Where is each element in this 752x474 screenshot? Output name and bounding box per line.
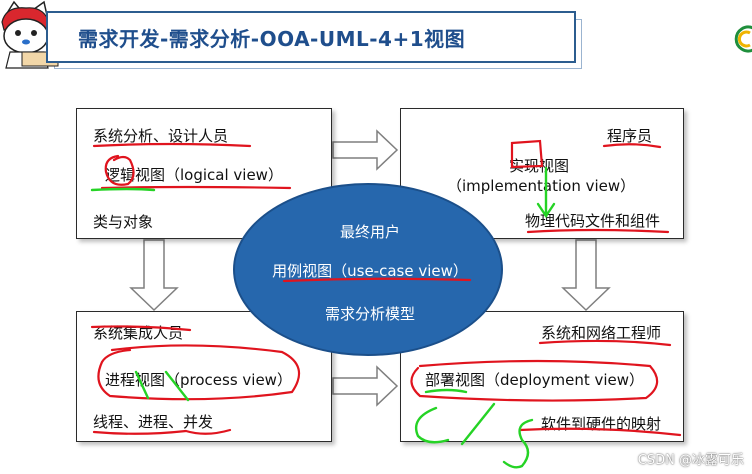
- page-title: 需求开发-需求分析-OOA-UML-4+1视图: [78, 27, 466, 51]
- deployment-detail: 软件到硬件的映射: [541, 415, 662, 433]
- title-banner: 需求开发-需求分析-OOA-UML-4+1视图: [46, 11, 582, 69]
- process-role: 系统集成人员: [93, 324, 184, 342]
- watermark: CSDN @冰露可乐: [637, 453, 744, 468]
- logical-role: 系统分析、设计人员: [93, 127, 229, 145]
- implementation-view-label: 实现视图: [509, 157, 570, 175]
- process-detail: 线程、进程、并发: [93, 413, 214, 431]
- arrow-right-bottom: [332, 365, 399, 407]
- process-view-label: 进程视图（process view）: [105, 371, 292, 389]
- implementation-detail: 物理代码文件和组件: [525, 212, 661, 230]
- implementation-view-english: （implementation view）: [447, 177, 636, 195]
- deployment-view-label: 部署视图（deployment view）: [425, 371, 645, 389]
- use-case-view-ellipse: 最终用户 用例视图（use-case view） 需求分析模型: [233, 183, 503, 356]
- arrow-down-right: [561, 239, 611, 312]
- use-case-role: 最终用户: [339, 223, 401, 241]
- use-case-detail: 需求分析模型: [324, 305, 416, 323]
- arrow-right-top: [332, 129, 399, 171]
- logical-view-label: 逻辑视图（logical view）: [105, 166, 283, 184]
- logo-icon: [734, 25, 752, 53]
- implementation-role: 程序员: [607, 127, 653, 145]
- use-case-view-label: 用例视图（use-case view）: [272, 262, 468, 280]
- logical-detail: 类与对象: [93, 213, 154, 231]
- deployment-role: 系统和网络工程师: [541, 324, 662, 342]
- arrow-down-left: [129, 239, 179, 312]
